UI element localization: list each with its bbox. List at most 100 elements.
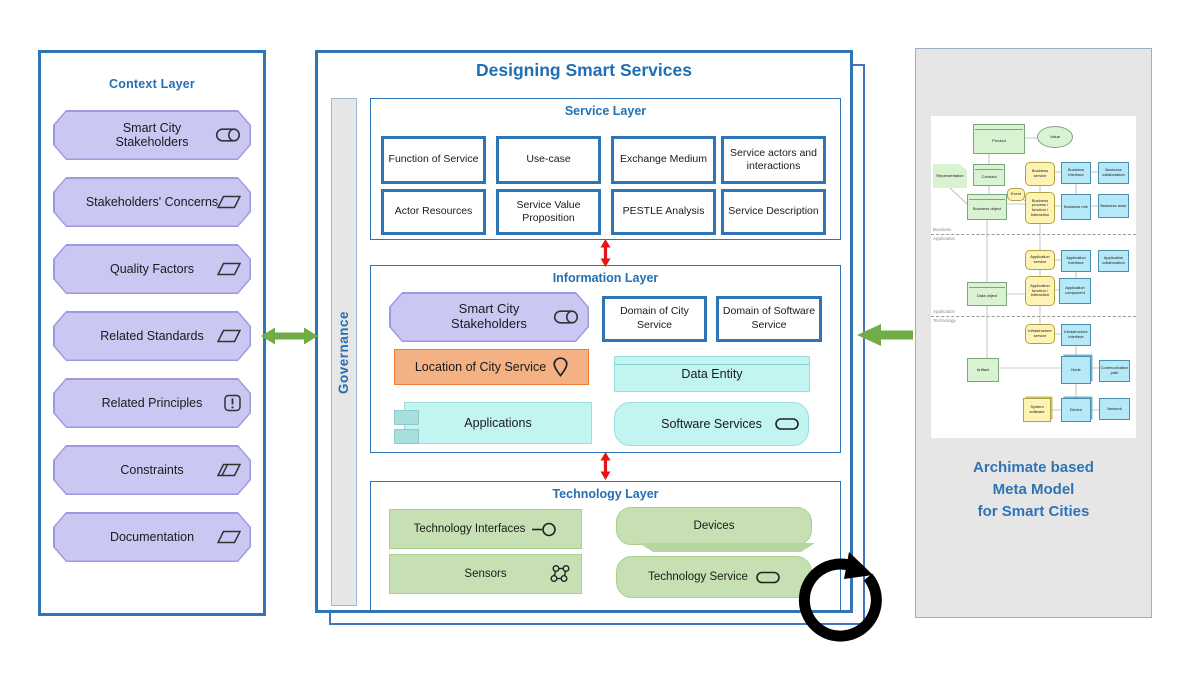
metamodel-node: Product	[973, 124, 1025, 154]
metamodel-node-label: Business process / function / interactio…	[1030, 197, 1050, 217]
parallelogram-icon	[217, 263, 241, 276]
metamodel-node: Network	[1099, 398, 1130, 420]
meta-caption-line: Meta Model	[992, 480, 1075, 498]
domain-city-box: Domain of City Service	[602, 296, 707, 342]
context-item-body: Constraints	[55, 447, 250, 494]
interface-lollipop-icon	[531, 522, 557, 537]
technology-layer-box: Technology Layer Technology Interfaces D…	[370, 481, 841, 611]
metamodel-node-band	[969, 284, 1005, 288]
context-layer-title: Context Layer	[109, 77, 195, 91]
context-item-label: Related Principles	[101, 395, 203, 410]
metamodel-node: Application function / interaction	[1025, 276, 1055, 306]
context-item: Stakeholders' Concerns	[53, 177, 251, 227]
metamodel-node: Application service	[1025, 250, 1055, 270]
metamodel-node: Business interface	[1061, 162, 1091, 184]
principle-icon	[224, 395, 241, 412]
applications-label: Applications	[464, 416, 532, 430]
context-item-label: Constraints	[120, 462, 184, 477]
governance-label: Governance	[336, 310, 352, 394]
information-technology-arrow-icon	[598, 452, 613, 480]
metamodel-node: Event	[1007, 188, 1025, 201]
service-cell: Use-case	[496, 136, 601, 184]
metamodel-node-band	[975, 166, 1003, 170]
location-pin-icon	[553, 357, 568, 377]
governance-bar: Governance	[331, 98, 357, 606]
metamodel-node-label: Application function / interaction	[1030, 283, 1050, 298]
metamodel-node-label: Device	[1069, 406, 1083, 412]
metamodel-node-label: Artifact	[976, 366, 990, 372]
metamodel-node: Device	[1061, 398, 1091, 422]
metamodel-layer-label: Technology	[933, 318, 956, 323]
context-item: Quality Factors	[53, 244, 251, 294]
metamodel-node: Artifact	[967, 358, 999, 382]
context-item-label: Smart City Stakeholders	[115, 120, 189, 149]
metamodel-node-label: Contract	[981, 173, 997, 179]
technology-service-label: Technology Service	[648, 571, 748, 583]
stakeholders-shape-body: Smart City Stakeholders	[391, 294, 588, 341]
context-item-body: Quality Factors	[55, 246, 250, 293]
metamodel-node-label: Application service	[1030, 254, 1050, 264]
metamodel-node: Business collaboration	[1098, 162, 1129, 184]
context-item: Related Standards	[53, 311, 251, 361]
metamodel-node: System software	[1023, 398, 1051, 422]
service-cell: Service Value Proposition	[496, 189, 601, 235]
context-item-label: Related Standards	[100, 328, 204, 343]
metamodel-node-label: Business service	[1031, 168, 1049, 178]
technology-interfaces-label: Technology Interfaces	[413, 523, 526, 535]
service-oval-icon	[756, 571, 780, 584]
metamodel-node: Infrastructure interface	[1061, 324, 1091, 346]
context-item: Constraints	[53, 445, 251, 495]
metamodel-layer-label: Application	[933, 309, 956, 314]
main-panel: Designing Smart Services Governance Serv…	[315, 50, 853, 613]
location-box: Location of City Service	[394, 349, 589, 385]
technology-layer-title: Technology Layer	[552, 487, 659, 501]
metamodel-node: Representation	[933, 164, 967, 188]
service-cell: Service Description	[721, 189, 826, 235]
devices-box: Devices	[616, 507, 812, 545]
context-item-label: Documentation	[109, 529, 195, 544]
metamodel-node-band	[969, 196, 1005, 200]
metamodel-node-label: Business interface	[1067, 167, 1085, 177]
metamodel-node: Infrastructure service	[1025, 324, 1055, 344]
metamodel-node-label: Application interface	[1066, 255, 1086, 265]
parallelogram-icon	[217, 531, 241, 544]
service-cell: Exchange Medium	[611, 136, 716, 184]
technology-interfaces-box: Technology Interfaces	[389, 509, 582, 549]
double-parallelogram-icon	[217, 464, 241, 477]
metamodel-node-label: Business object	[972, 205, 1001, 211]
metamodel-node: Contract	[973, 164, 1005, 186]
applications-box: Applications	[394, 402, 592, 444]
service-oval-icon	[775, 418, 799, 431]
metamodel-node-label: Business role	[1063, 203, 1088, 209]
metamodel-node-label: Representation	[936, 172, 964, 178]
metamodel-node: Application interface	[1061, 250, 1091, 272]
data-entity-band	[615, 364, 809, 365]
software-services-box: Software Services	[614, 402, 809, 446]
domain-software-box: Domain of Software Service	[716, 296, 822, 342]
metamodel-node-label: Data object	[976, 292, 998, 298]
context-item-body: Smart City Stakeholders	[55, 112, 250, 159]
meta-caption-line: for Smart Cities	[977, 502, 1090, 520]
meta-main-arrow-icon	[855, 322, 915, 348]
metamodel-node: Value	[1037, 126, 1073, 148]
stakeholders-shape: Smart City Stakeholders	[389, 292, 589, 342]
main-title: Designing Smart Services	[476, 60, 692, 80]
meta-caption: Archimate based Meta Model for Smart Cit…	[916, 457, 1151, 522]
context-item: Related Principles	[53, 378, 251, 428]
metamodel-node-label: Application component	[1065, 285, 1085, 295]
network-nodes-icon	[549, 565, 572, 584]
metamodel-node: Application collaboration	[1098, 250, 1129, 272]
metamodel-node-label: Node	[1071, 366, 1081, 372]
technology-service-box: Technology Service	[616, 556, 812, 598]
cycle-arrow-icon	[795, 551, 889, 645]
context-item-label: Stakeholders' Concerns	[85, 194, 219, 209]
domain-city-label: Domain of City Service	[620, 305, 689, 331]
metamodel-node: Node	[1061, 356, 1091, 384]
metamodel-node-label: Business collaboration	[1102, 167, 1125, 177]
location-label: Location of City Service	[414, 360, 547, 374]
metamodel-layer-divider	[931, 234, 1136, 235]
metamodel-node-label: Infrastructure service	[1028, 328, 1052, 338]
metamodel-node-label: System software	[1029, 404, 1045, 414]
